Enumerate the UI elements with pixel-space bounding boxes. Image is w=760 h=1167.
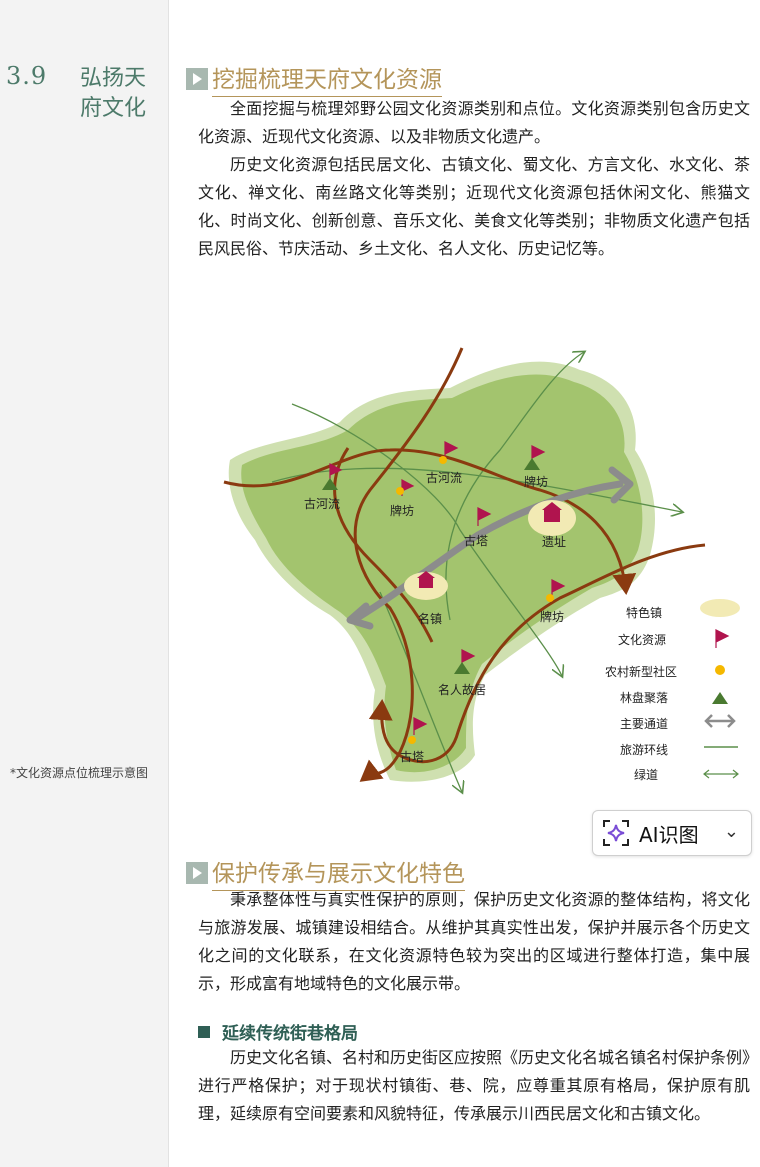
chapter-title: 弘扬天府文化 <box>80 66 147 121</box>
map-caption: *文化资源点位梳理示意图 <box>10 766 149 780</box>
subsection-heading-text: 延续传统街巷格局 <box>222 1024 358 1044</box>
chevron-down-icon[interactable]: ⌄ <box>723 821 739 842</box>
map-label: 古塔 <box>464 533 488 548</box>
map-label: 古河流 <box>426 470 462 485</box>
section-heading-text: 保护传承与展示文化特色 <box>212 854 465 891</box>
left-margin-column: 3.9 弘扬天府文化 *文化资源点位梳理示意图 <box>0 0 169 1167</box>
map-label: 牌坊 <box>390 503 414 518</box>
map-label: 牌坊 <box>540 609 564 624</box>
map-label: 古河流 <box>304 496 340 511</box>
subsection-heading: 延续传统街巷格局 <box>198 1019 358 1044</box>
legend-label: 特色镇 <box>626 605 662 620</box>
culture-resources-map: 古河流 古河流 牌坊 牌坊 古塔 遗址 名镇 牌坊 名人故居 古塔 特色镇 文化… <box>223 347 740 800</box>
legend-label: 主要通道 <box>620 717 668 731</box>
body-paragraph: 历史文化名镇、名村和历史街区应按照《历史文化名城名镇名村保护条例》进行严格保护；… <box>198 1048 751 1123</box>
map-land <box>241 374 643 773</box>
legend-label: 文化资源 <box>618 632 666 647</box>
ai-button-label: AI识图 <box>639 822 699 847</box>
main-channel-arrow <box>350 480 624 624</box>
map-legend: 特色镇 文化资源 农村新型社区 林盘聚落 主要通道 旅游环线 绿道 <box>605 599 740 782</box>
section-heading-text: 挖掘梳理天府文化资源 <box>212 60 442 97</box>
play-marker-icon <box>186 67 208 90</box>
map-label: 名镇 <box>418 611 442 626</box>
flag-icon <box>329 441 566 735</box>
town-icon <box>417 502 562 588</box>
rural-community-dot <box>396 456 554 744</box>
map-label: 古塔 <box>400 749 424 764</box>
ai-image-recognition-button[interactable]: AI识图 ⌄ <box>592 810 752 856</box>
map-label: 名人故居 <box>438 682 486 697</box>
chapter-number: 3.9 <box>6 62 48 90</box>
play-marker-icon <box>186 861 208 884</box>
body-paragraph: 历史文化资源包括民居文化、古镇文化、蜀文化、方言文化、水文化、茶文化、禅文化、南… <box>198 155 750 258</box>
square-bullet-icon <box>198 1025 210 1038</box>
legend-label: 旅游环线 <box>620 743 668 757</box>
section-heading-protection: 保护传承与展示文化特色 <box>186 854 465 891</box>
sparkle-scan-icon <box>603 820 629 846</box>
map-label: 牌坊 <box>524 474 548 489</box>
map-label: 遗址 <box>542 535 566 549</box>
forest-settlement-icon <box>322 458 540 674</box>
legend-label: 林盘聚落 <box>620 690 668 705</box>
body-paragraph: 全面挖掘与梳理郊野公园文化资源类别和点位。文化资源类别包含历史文化资源、近现代文… <box>198 99 750 146</box>
section-heading-resources: 挖掘梳理天府文化资源 <box>186 60 442 97</box>
body-paragraph: 秉承整体性与真实性保护的原则，保护历史文化资源的整体结构，将文化与旅游发展、城镇… <box>198 890 750 993</box>
legend-label: 农村新型社区 <box>605 664 677 679</box>
legend-label: 绿道 <box>634 767 658 782</box>
